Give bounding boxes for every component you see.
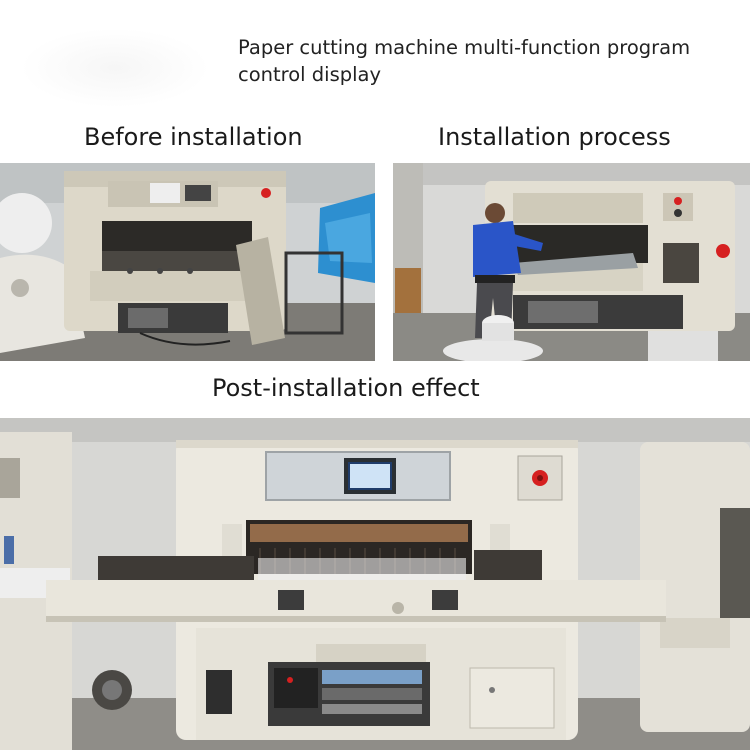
label-installation-process: Installation process (438, 123, 671, 151)
label-before-installation: Before installation (84, 123, 303, 151)
photo-before-installation (0, 163, 375, 361)
photo-installation-process (393, 163, 750, 361)
photo-post-installation-effect (0, 418, 750, 750)
header-title: Paper cutting machine multi-function pro… (238, 36, 691, 86)
blurred-logo-area (20, 28, 210, 108)
label-post-installation-effect: Post-installation effect (212, 374, 480, 402)
